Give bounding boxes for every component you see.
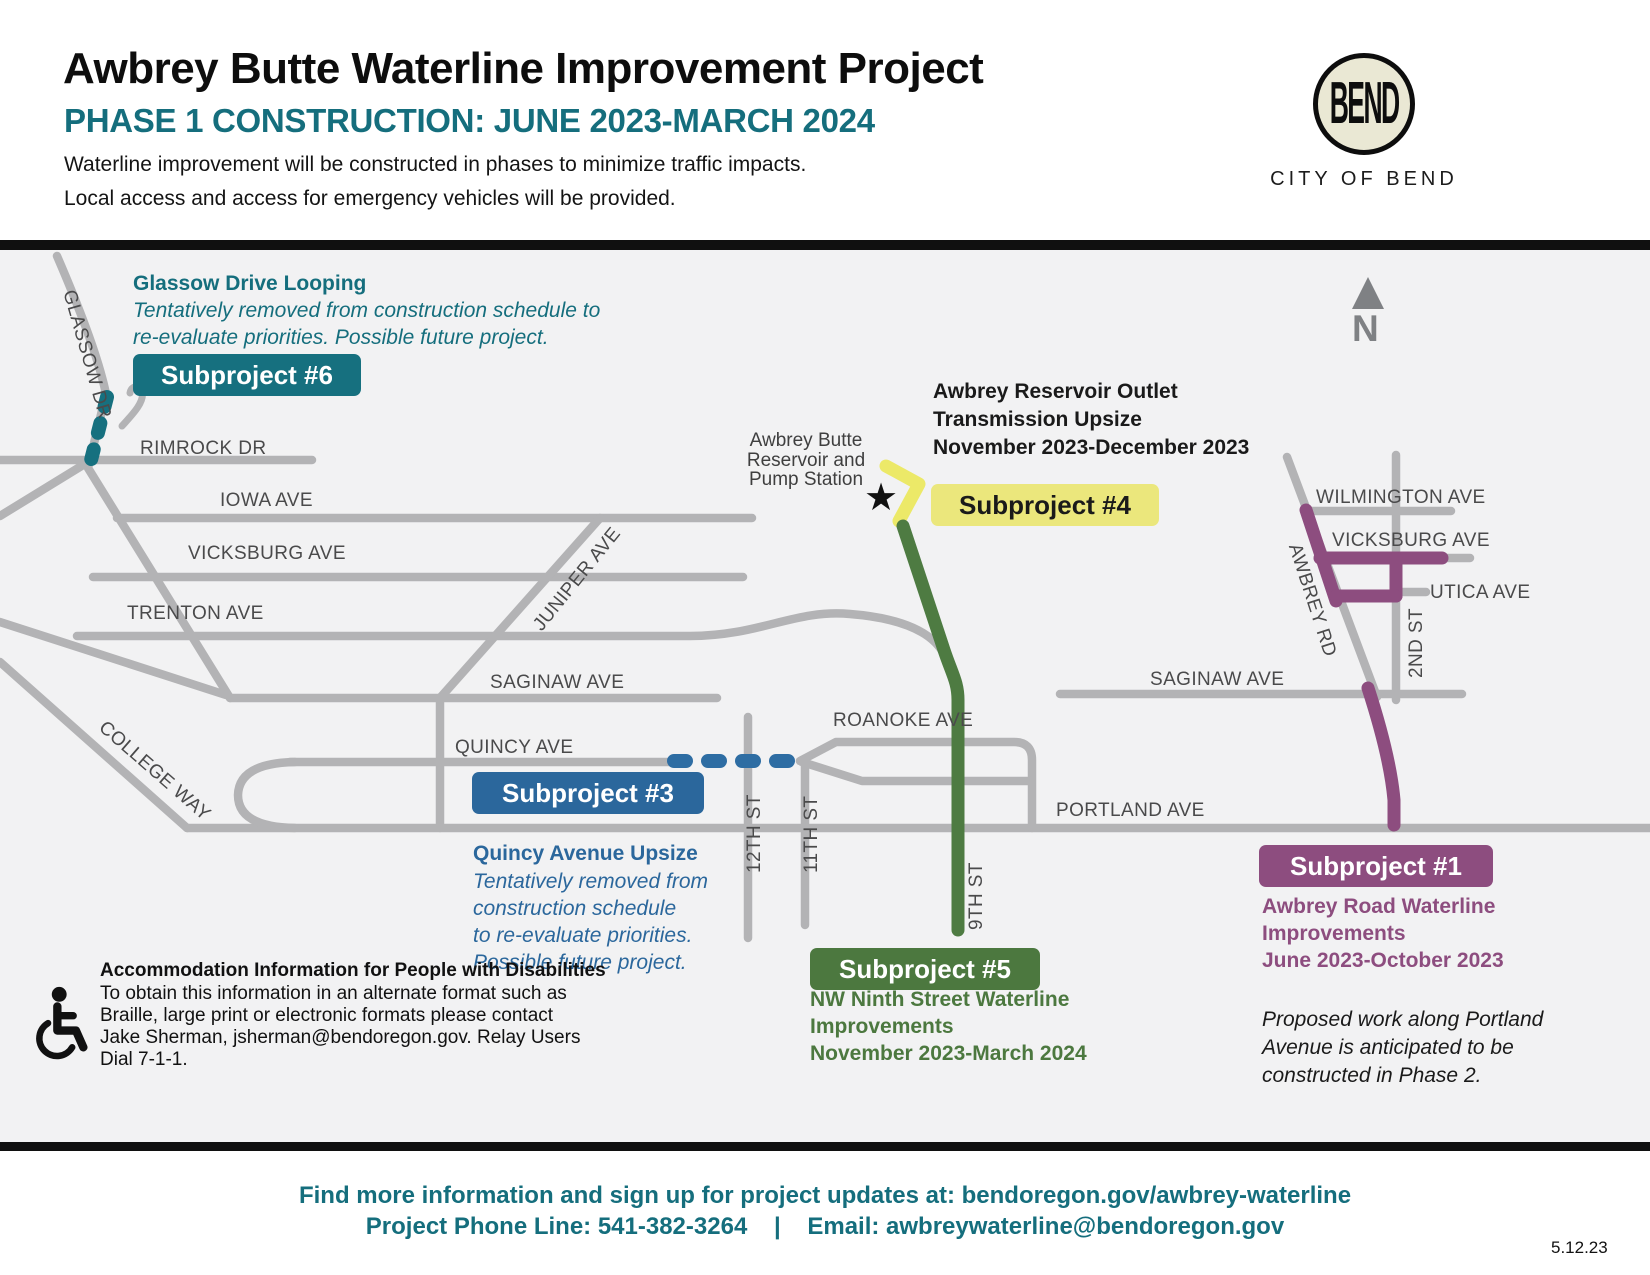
page-title: Awbrey Butte Waterline Improvement Proje… xyxy=(63,44,984,93)
road-college-way xyxy=(0,657,192,833)
subproject1-title-line: Awbrey Road Waterline xyxy=(1262,895,1496,918)
road-label-9th-st: 9TH ST xyxy=(966,862,987,930)
road-roanoke-lower xyxy=(797,757,1035,786)
waterline-subproject1-purple xyxy=(1299,503,1449,832)
subproject4-title-line: Transmission Upsize xyxy=(933,408,1142,431)
footer-date: 5.12.23 xyxy=(1551,1238,1608,1257)
road-label-vicksburg-ave-west: VICKSBURG AVE xyxy=(188,543,346,564)
map-border-bottom xyxy=(0,1142,1650,1151)
description-line-1: Waterline improvement will be constructe… xyxy=(64,153,807,176)
accessibility-line: Jake Sherman, jsherman@bendoregon.gov. R… xyxy=(100,1027,581,1048)
road-label-trenton-ave: TRENTON AVE xyxy=(127,603,264,624)
footer-contact-line: Project Phone Line: 541-382-3264 | Email… xyxy=(365,1213,1285,1240)
road-label-roanoke-ave: ROANOKE AVE xyxy=(833,710,974,731)
accessibility-line: To obtain this information in an alterna… xyxy=(100,983,567,1004)
subproject4-title-line: Awbrey Reservoir Outlet xyxy=(933,380,1178,403)
road-west-diagonal xyxy=(0,457,93,521)
north-arrow-label: N xyxy=(1352,308,1379,349)
description-line-2: Local access and access for emergency ve… xyxy=(64,187,676,210)
road-label-portland-ave: PORTLAND AVE xyxy=(1056,800,1205,821)
road-label-11th-st: 11TH ST xyxy=(801,795,822,873)
subproject1-note-line: constructed in Phase 2. xyxy=(1262,1064,1482,1087)
subproject6-badge: Subproject #6 xyxy=(133,354,361,396)
road-label-vicksburg-ave-east: VICKSBURG AVE xyxy=(1332,530,1490,551)
north-arrow-icon xyxy=(1352,277,1384,309)
wheelchair-icon xyxy=(34,986,90,1069)
accessibility-line: Dial 7-1-1. xyxy=(100,1049,188,1070)
waterline-subproject4-yellow xyxy=(879,459,926,528)
subproject3-note-line: to re-evaluate priorities. xyxy=(473,924,693,947)
subproject6-heading: Glassow Drive Looping xyxy=(133,272,367,295)
road-juniper-ave xyxy=(435,513,605,703)
road-label-wilmington-ave: WILMINGTON AVE xyxy=(1316,487,1486,508)
road-label-saginaw-ave-west: SAGINAW AVE xyxy=(490,672,625,693)
map-border-top xyxy=(0,240,1650,250)
subproject3-heading: Quincy Avenue Upsize xyxy=(473,842,698,865)
reservoir-label: Awbrey Butte Reservoir and Pump Station xyxy=(746,430,866,490)
subproject6-note-line: Tentatively removed from construction sc… xyxy=(133,299,601,322)
subproject1-title-line: June 2023-October 2023 xyxy=(1262,949,1504,972)
subproject5-badge: Subproject #5 xyxy=(810,948,1040,990)
road-quincy-uturn xyxy=(233,757,300,833)
subproject1-badge: Subproject #1 xyxy=(1259,845,1493,887)
road-label-12th-st: 12TH ST xyxy=(744,794,765,873)
subproject5-title-line: November 2023-March 2024 xyxy=(810,1042,1087,1065)
subproject3-note-line: construction schedule xyxy=(473,897,677,920)
subproject5-title-line: NW Ninth Street Waterline xyxy=(810,988,1070,1011)
road-label-iowa-ave: IOWA AVE xyxy=(220,490,313,511)
accessibility-title: Accommodation Information for People wit… xyxy=(100,960,606,981)
road-left-diagonal xyxy=(0,617,231,700)
road-label-quincy-ave: QUINCY AVE xyxy=(455,737,574,758)
subproject6-note-line: re-evaluate priorities. Possible future … xyxy=(133,326,549,349)
road-trenton-ave xyxy=(72,609,950,661)
subproject3-badge: Subproject #3 xyxy=(472,772,704,814)
subproject1-title-line: Improvements xyxy=(1262,922,1406,945)
subproject1-note-line: Proposed work along Portland xyxy=(1262,1008,1544,1031)
road-label-utica-ave: UTICA AVE xyxy=(1430,582,1531,603)
road-label-2nd-st: 2ND ST xyxy=(1406,608,1427,678)
city-of-bend-logo-icon: BEND xyxy=(1313,53,1415,155)
reservoir-star-icon: ★ xyxy=(864,477,899,519)
road-label-saginaw-ave-east: SAGINAW AVE xyxy=(1150,669,1285,690)
subproject4-badge: Subproject #4 xyxy=(931,484,1159,526)
subproject1-note-line: Avenue is anticipated to be xyxy=(1262,1036,1514,1059)
footer-info-line: Find more information and sign up for pr… xyxy=(298,1182,1352,1209)
waterline-subproject6-teal-dashes xyxy=(81,390,114,479)
subproject3-note-line: Possible future project. xyxy=(473,951,687,974)
page-subtitle: PHASE 1 CONSTRUCTION: JUNE 2023-MARCH 20… xyxy=(64,102,875,139)
subproject3-note-line: Tentatively removed from xyxy=(473,870,708,893)
road-label-rimrock-dr: RIMROCK DR xyxy=(140,438,267,459)
waterline-s1-south-seg xyxy=(1361,681,1401,832)
road-network xyxy=(0,251,1650,943)
subproject5-title-line: Improvements xyxy=(810,1015,954,1038)
logo-caption: CITY OF BEND xyxy=(1270,168,1458,190)
logo-circle-text: BEND xyxy=(1329,69,1400,137)
road-roanoke-upper xyxy=(795,737,1037,833)
waterline-subproject5-green xyxy=(896,519,965,937)
accessibility-line: Braille, large print or electronic forma… xyxy=(100,1005,554,1026)
subproject4-title-line: November 2023-December 2023 xyxy=(933,436,1250,459)
